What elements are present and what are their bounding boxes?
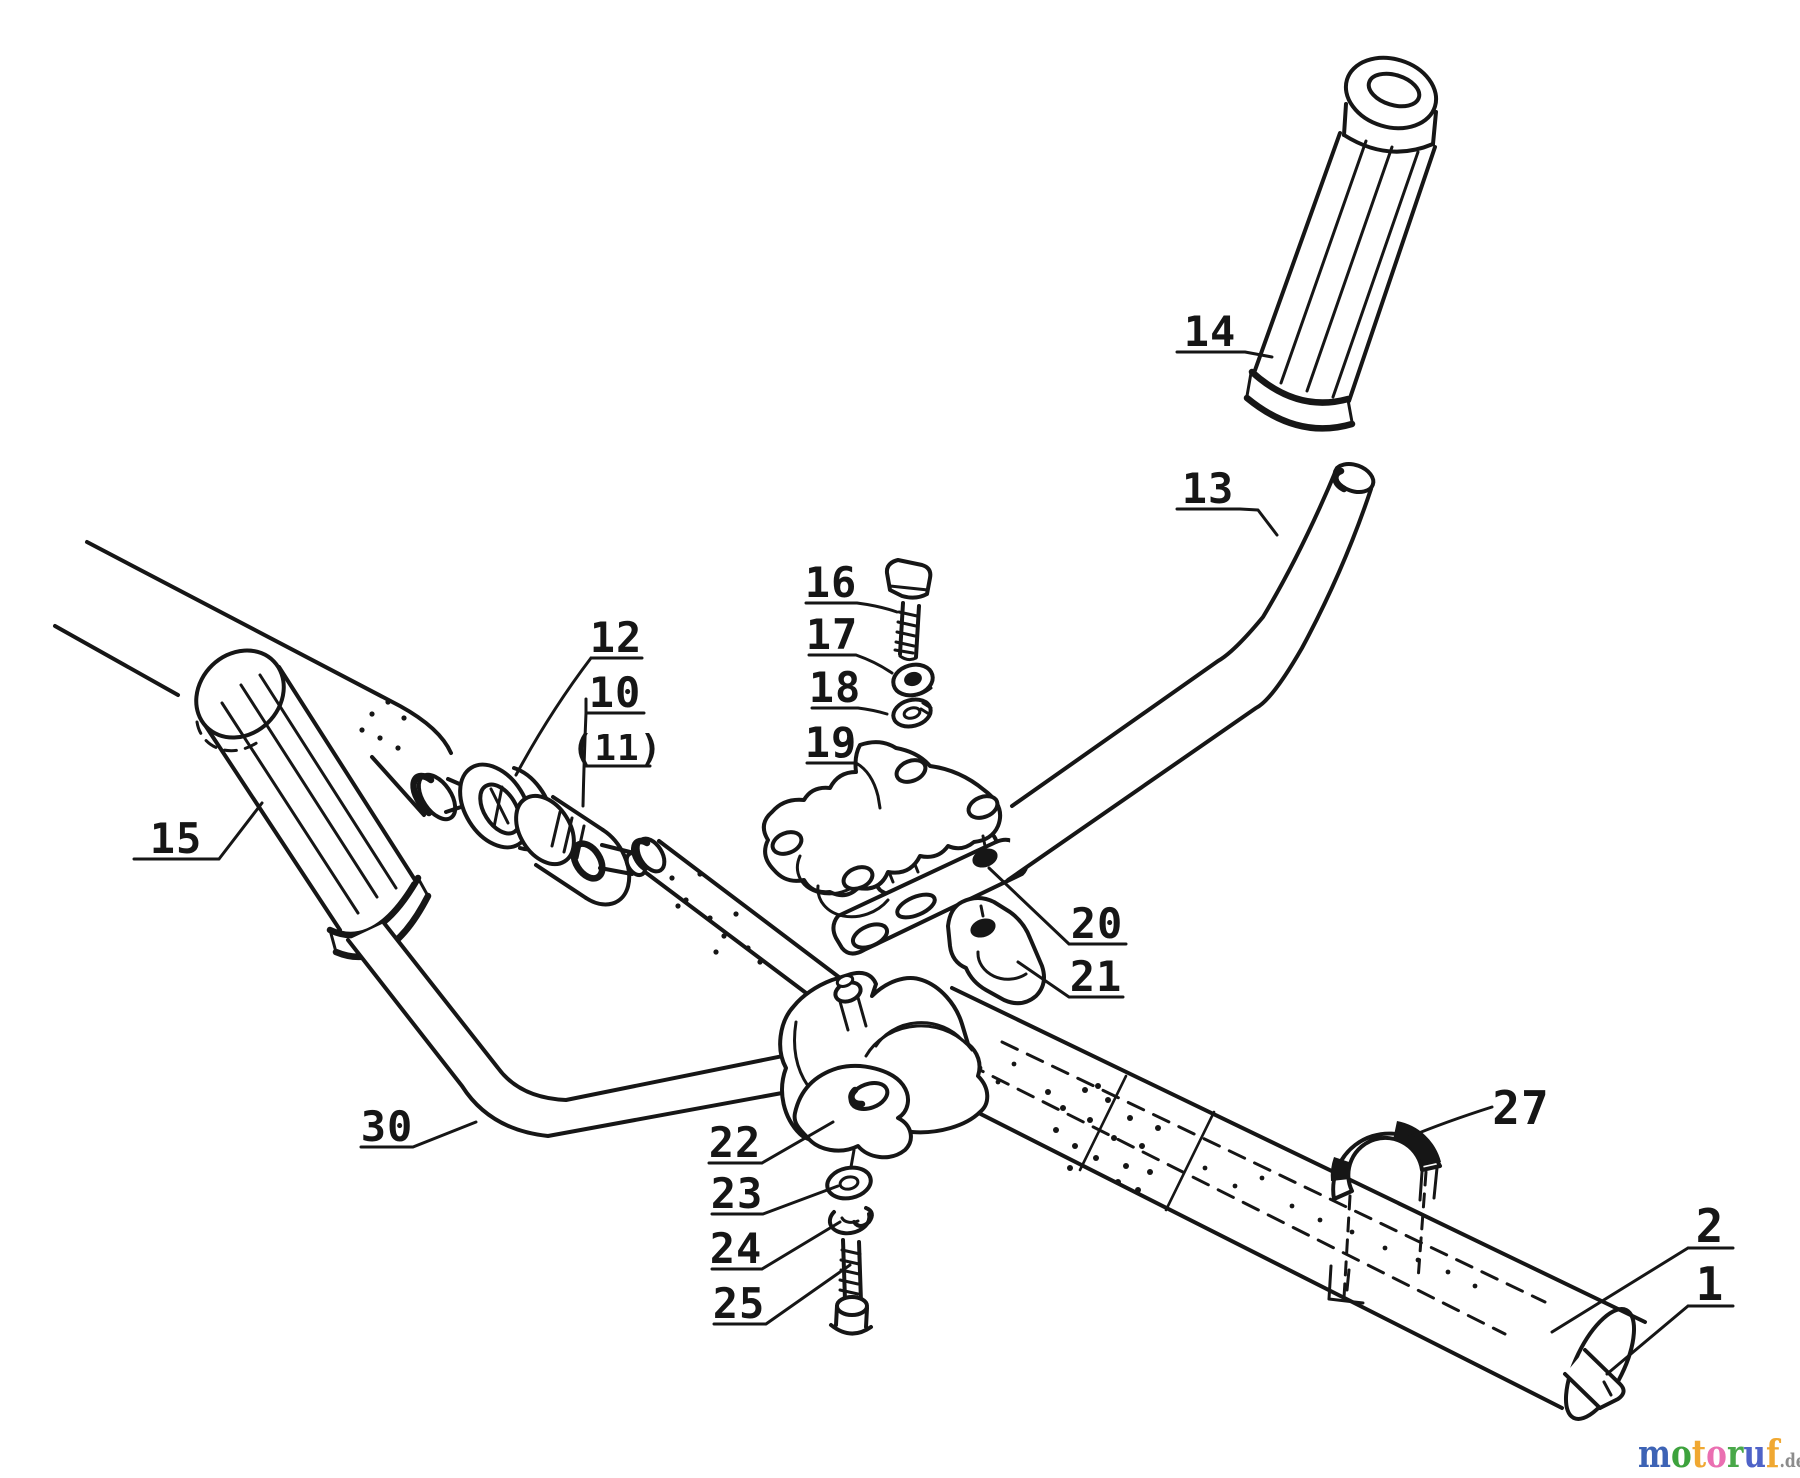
motoruf-logo[interactable]: motoruf.de [1638,1434,1800,1476]
part-label-23: 23 [711,1169,764,1218]
part-label-21: 21 [1070,952,1123,1001]
part-label-25: 25 [713,1279,766,1328]
part-label-10: 10 [589,668,642,717]
part-label-13: 13 [1182,464,1235,513]
part-label-2: 2 [1696,1199,1725,1253]
part-label-18: 18 [809,663,862,712]
lower-clamp [946,896,1046,1006]
tube-stipple [977,1061,1478,1289]
part-label-19: 19 [805,718,858,767]
left-handle-tube [346,921,882,1138]
clamp-strap [1327,1121,1442,1305]
part-label-15: 15 [150,814,203,863]
lock-washer-24 [827,1206,874,1236]
damper-rod-tube [53,540,473,822]
bracket-22 [792,1063,913,1160]
part-label-24: 24 [710,1224,763,1273]
logo-letter-t: t [1691,1431,1707,1476]
left-grip [194,648,432,960]
part-label-12: 12 [590,613,643,662]
head-lug-bolt [833,974,868,1032]
logo-letter-m: m [1638,1431,1671,1476]
part-label-27: 27 [1492,1081,1549,1135]
part-label-22: 22 [709,1118,762,1167]
lock-washer-18 [891,697,933,729]
part-label-17: 17 [806,610,859,659]
part-label-1: 1 [1696,1257,1725,1311]
right-handle-tube [1006,461,1376,882]
clamp-bolt-heads [970,834,998,938]
bolt-25 [829,1238,873,1336]
part-label-14: 14 [1184,307,1237,356]
washer-23 [825,1148,873,1201]
part-labels: 14 13 16 17 18 12 10 (11) 19 15 20 21 30… [150,307,1725,1328]
upper-clamp [761,740,1003,919]
logo-letter-o2: o [1706,1431,1727,1476]
crossbar-stub [631,836,858,1010]
logo-letter-r: r [1726,1431,1744,1476]
flange-nut-17 [891,662,935,698]
part-label-11: (11) [572,728,663,769]
leader-lines [132,350,1735,1376]
clamp-bolt-16 [884,558,933,662]
right-grip [1243,55,1439,432]
bushing-10-11 [514,793,648,907]
stub-speckles [669,871,763,965]
part-label-30: 30 [361,1102,414,1151]
logo-letter-u: u [1743,1431,1767,1476]
rod-speckles [359,699,407,751]
part-label-16: 16 [805,558,858,607]
shaft-stub [1563,1348,1626,1410]
part-label-20: 20 [1071,899,1124,948]
logo-letter-f: f [1766,1431,1780,1476]
logo-letter-o1: o [1670,1431,1692,1476]
logo-suffix-de: .de [1779,1450,1800,1472]
bushing-ring-12 [458,762,555,852]
